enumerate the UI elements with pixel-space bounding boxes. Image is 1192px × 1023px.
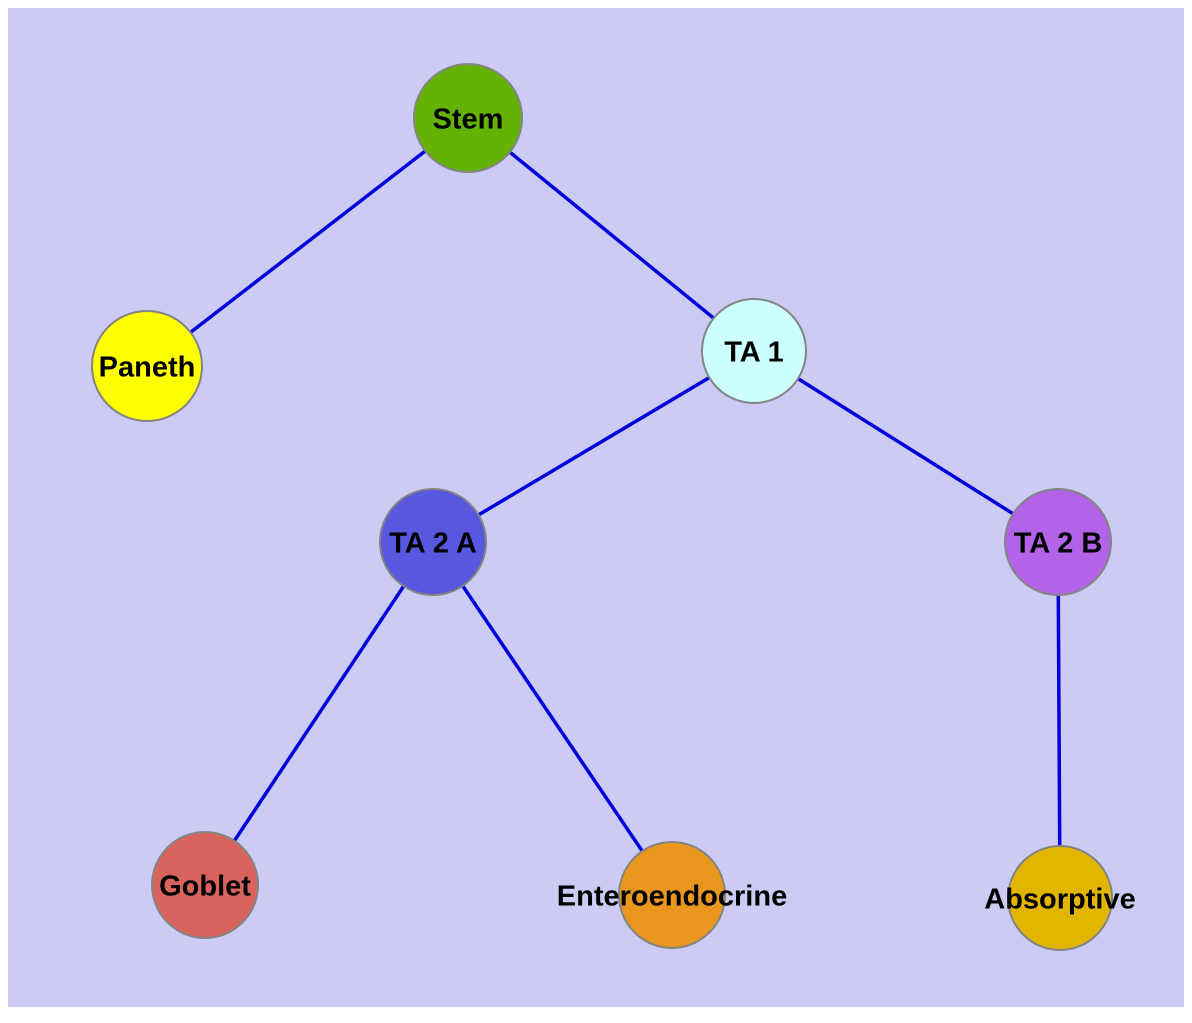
node-label-absorptive: Absorptive [984,883,1135,915]
node-label-ta-2-a: TA 2 A [389,527,477,559]
node-label-enteroendocrine: Enteroendocrine [557,880,787,912]
node-label-goblet: Goblet [159,870,251,902]
edge-ta-2-a-enteroendocrine [431,541,674,896]
node-paneth [91,310,203,422]
node-label-paneth: Paneth [99,351,196,383]
node-absorptive [1007,845,1113,951]
edge-ta-1-ta-2-b [753,349,1059,544]
node-label-ta-1: TA 1 [724,336,784,368]
node-label-ta-2-b: TA 2 B [1014,527,1103,559]
node-ta-2-a [379,488,487,596]
node-ta-2-b [1004,488,1112,596]
node-ta-1 [701,298,807,404]
edge-ta-2-b-absorptive [1056,541,1062,899]
node-label-stem: Stem [433,103,504,135]
node-goblet [151,831,259,939]
edge-stem-ta-1 [466,116,756,353]
edge-ta-2-a-goblet [203,541,435,886]
edge-ta-1-ta-2-a [432,349,755,544]
node-stem [413,63,523,173]
node-enteroendocrine [618,841,726,949]
edge-stem-paneth [145,116,470,368]
